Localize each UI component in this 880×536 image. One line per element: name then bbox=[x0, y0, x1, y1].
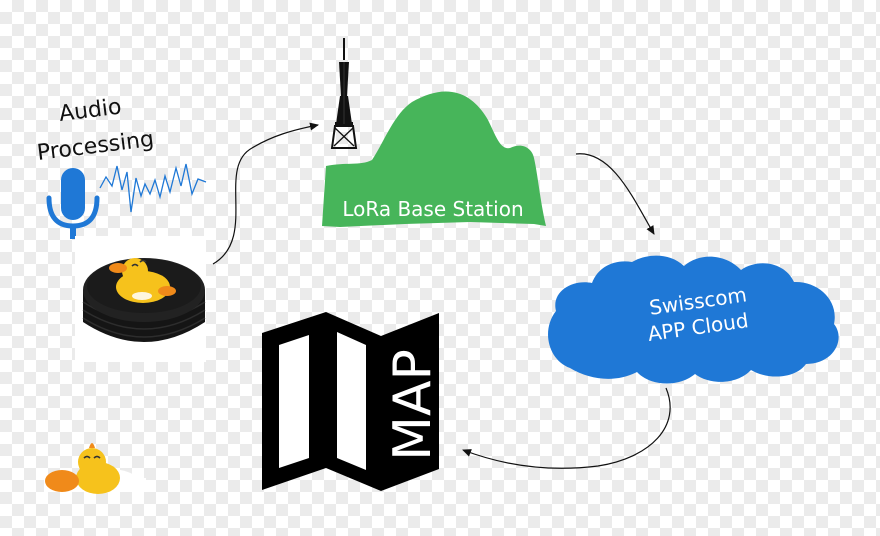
audio-processing-label: Audio Processing bbox=[36, 95, 156, 166]
arrow-cloud-to-map bbox=[462, 387, 671, 469]
duck-puck-image bbox=[75, 236, 206, 362]
base-station-label: LoRa Base Station bbox=[342, 197, 523, 221]
audio-label-line2: Processing bbox=[36, 127, 156, 166]
map-label: MAP bbox=[383, 349, 443, 461]
duck-on-puck-icon bbox=[109, 258, 176, 303]
cloud-icon: Swisscom APP Cloud bbox=[548, 255, 839, 384]
hill-shape bbox=[322, 91, 546, 228]
arrow-puck-to-basestation bbox=[212, 122, 319, 265]
lora-base-station: LoRa Base Station bbox=[322, 38, 546, 228]
microphone-icon bbox=[46, 168, 100, 239]
duck-icon bbox=[44, 443, 146, 494]
folded-map-icon: MAP bbox=[262, 312, 443, 491]
waveform-icon bbox=[99, 163, 207, 213]
arrow-basestation-to-cloud bbox=[575, 153, 655, 235]
audio-label-line1: Audio bbox=[58, 95, 123, 127]
antenna-tower-icon bbox=[330, 38, 358, 149]
